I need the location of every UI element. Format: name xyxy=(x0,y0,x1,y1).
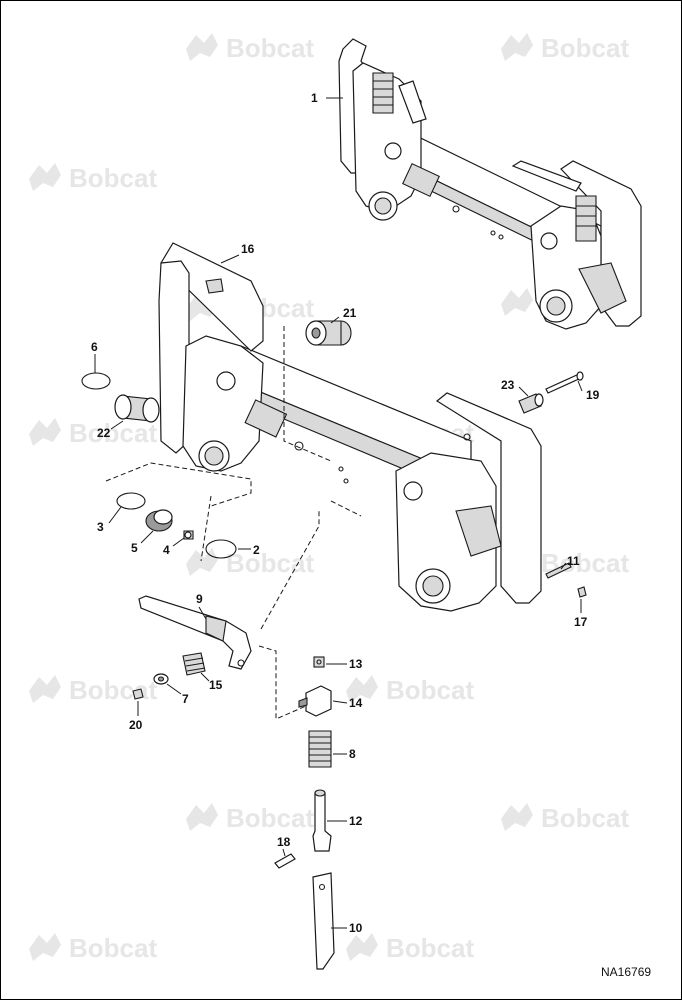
watermark-logo: Bobcat xyxy=(501,33,629,63)
callout-1: 1 xyxy=(311,91,318,105)
callout-9: 9 xyxy=(196,592,203,606)
snap-ring-part-2 xyxy=(205,539,237,559)
snap-ring-part-6 xyxy=(81,372,111,390)
callout-7: 7 xyxy=(182,692,189,706)
lever-handle-part-9 xyxy=(138,595,252,670)
snap-ring-part-3 xyxy=(116,492,146,510)
svg-text:Bobcat: Bobcat xyxy=(69,418,157,448)
svg-text:Bobcat: Bobcat xyxy=(386,933,474,963)
frame-weldment xyxy=(158,242,542,612)
callout-19: 19 xyxy=(586,388,600,402)
callout-3: 3 xyxy=(97,520,104,534)
callout-12: 12 xyxy=(349,814,363,828)
bushing-part-23 xyxy=(518,393,544,414)
collar-part-21 xyxy=(305,320,352,346)
bushing-part-5 xyxy=(145,509,173,532)
callout-20: 20 xyxy=(129,718,143,732)
callout-8: 8 xyxy=(349,747,356,761)
watermark-logo: Bobcat xyxy=(29,675,157,705)
watermark-logo: Bobcat xyxy=(501,803,629,833)
spring-part-8 xyxy=(308,730,332,768)
mounting-frame-assembly xyxy=(338,38,642,330)
drawing-number: NA16769 xyxy=(601,965,651,979)
callout-11: 11 xyxy=(567,554,580,568)
callout-13: 13 xyxy=(349,657,363,671)
watermark-logo: Bobcat xyxy=(29,163,157,193)
callout-17: 17 xyxy=(574,615,588,629)
callout-4: 4 xyxy=(163,543,170,557)
rod-part-12 xyxy=(312,789,332,852)
callout-23: 23 xyxy=(501,378,515,392)
callout-14: 14 xyxy=(349,696,363,710)
svg-text:Bobcat: Bobcat xyxy=(541,803,629,833)
callout-2: 2 xyxy=(253,543,260,557)
watermark-logo: Bobcat xyxy=(186,803,314,833)
grease-fitting-part-4 xyxy=(183,530,194,540)
svg-text:Bobcat: Bobcat xyxy=(226,803,314,833)
wedge-part-10 xyxy=(312,872,335,970)
callout-labels: 1 16 21 6 22 23 19 3 5 4 2 11 17 9 13 14… xyxy=(91,91,600,935)
watermark-logo: Bobcat xyxy=(186,33,314,63)
svg-text:Bobcat: Bobcat xyxy=(69,675,157,705)
watermark-logo: Bobcat xyxy=(346,675,474,705)
svg-text:Bobcat: Bobcat xyxy=(69,933,157,963)
callout-5: 5 xyxy=(131,541,138,555)
callout-10: 10 xyxy=(349,921,363,935)
cotter-part-17 xyxy=(577,586,587,598)
callout-6: 6 xyxy=(91,340,98,354)
pin-part-19 xyxy=(545,371,584,394)
svg-text:Bobcat: Bobcat xyxy=(386,675,474,705)
washer-part-7 xyxy=(153,673,169,685)
watermark-logo: Bobcat xyxy=(186,548,314,578)
callout-21: 21 xyxy=(343,306,357,320)
svg-text:Bobcat: Bobcat xyxy=(226,548,314,578)
bushing-part-22 xyxy=(114,394,160,423)
leader-lines xyxy=(94,97,583,929)
assembly-dashed-lines xyxy=(105,326,362,720)
svg-text:Bobcat: Bobcat xyxy=(226,33,314,63)
callout-22: 22 xyxy=(97,426,111,440)
callout-15: 15 xyxy=(209,678,223,692)
callout-16: 16 xyxy=(241,242,255,256)
callout-18: 18 xyxy=(277,835,291,849)
watermark-logo: Bobcat xyxy=(346,933,474,963)
pin-part-11 xyxy=(545,562,572,579)
watermark-logo: Bobcat xyxy=(29,933,157,963)
bracket-part-14 xyxy=(298,685,332,717)
nut-part-20 xyxy=(132,688,144,700)
pin-part-18 xyxy=(274,853,296,869)
spring-part-15 xyxy=(182,652,206,676)
watermark-logo: Bobcat xyxy=(29,418,157,448)
bolt-part-13 xyxy=(313,656,325,668)
svg-text:Bobcat: Bobcat xyxy=(69,163,157,193)
svg-text:Bobcat: Bobcat xyxy=(541,33,629,63)
